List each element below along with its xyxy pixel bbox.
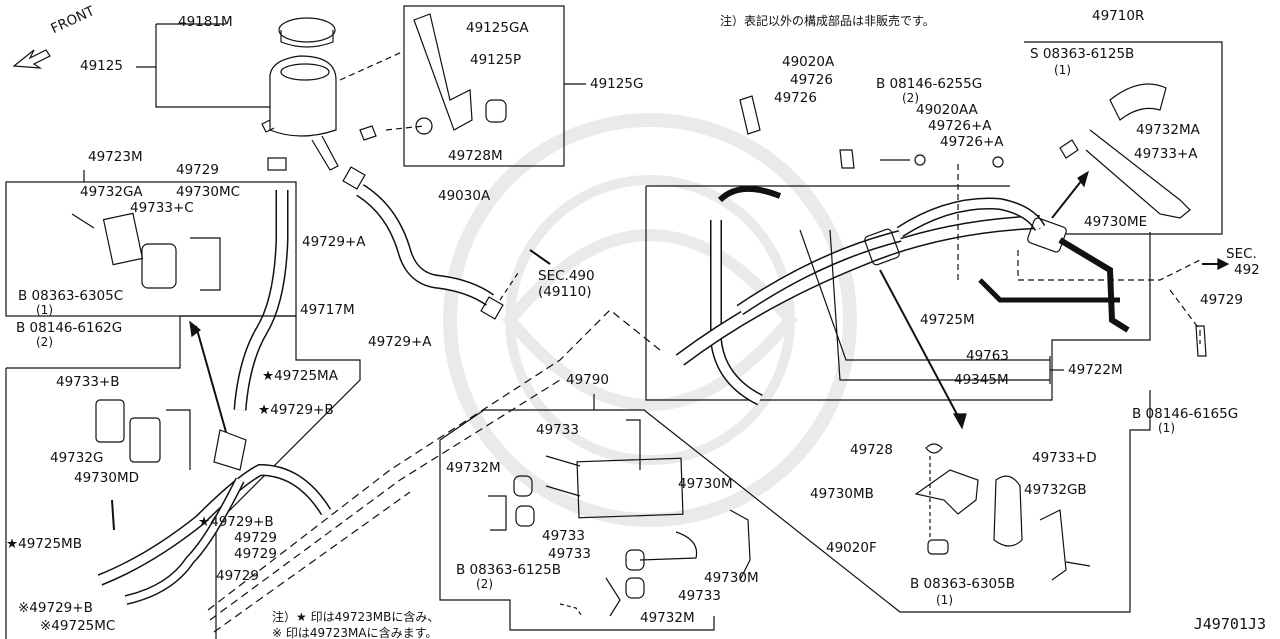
part-label: 49020F [826, 540, 877, 556]
part-label: 49730MB [810, 486, 874, 502]
part-label: 49717M [300, 302, 355, 318]
part-label: 49733+D [1032, 450, 1097, 466]
part-label: 49729+A [302, 234, 366, 250]
part-label: 49733+C [130, 200, 194, 216]
part-label: 49790 [566, 372, 609, 388]
part-label: 49730MC [176, 184, 241, 200]
part-label: 49723M [88, 149, 143, 165]
part-label: 49763 [966, 348, 1009, 364]
part-label: 49729 [176, 162, 219, 178]
part-label: 49728M [448, 148, 503, 164]
part-label: ★49729+B [258, 402, 334, 418]
part-label: B 08146-6162G [16, 320, 123, 336]
part-label: 49125P [470, 52, 522, 68]
part-label: 49729 [1200, 292, 1243, 308]
part-label: ※49729+B [18, 600, 93, 616]
diagram-id: J49701J3 [1193, 615, 1266, 633]
part-qty: (2) [476, 577, 493, 591]
front-arrow-icon [12, 49, 51, 69]
part-label: 49730M [704, 570, 759, 586]
part-label: S 08363-6125B [1030, 46, 1135, 62]
part-label: 49125GA [466, 20, 529, 36]
part-label: 49733+A [1134, 146, 1198, 162]
part-label: 49730MD [74, 470, 139, 486]
clamp-49729 [267, 157, 287, 171]
part-label: B 08146-6165G [1132, 406, 1239, 422]
part-label: 49345M [954, 372, 1009, 388]
part-label: 49729+A [368, 334, 432, 350]
part-label: ★49725MB [6, 536, 82, 552]
part-label: 49733 [678, 588, 721, 604]
part-label: 49733 [548, 546, 591, 562]
part-label: B 08146-6255G [876, 76, 983, 92]
part-label: 49710R [1092, 8, 1145, 24]
part-label: 49730M [678, 476, 733, 492]
part-label: 49725M [920, 312, 975, 328]
part-label: SEC.490 [538, 268, 595, 284]
part-label: 49732GB [1024, 482, 1087, 498]
part-label: 49732M [446, 460, 501, 476]
part-label: 49733+B [56, 374, 120, 390]
part-label: 49726 [790, 72, 833, 88]
part-label: 49020AA [916, 102, 978, 118]
reservoir-cap [278, 17, 336, 43]
part-label: 49726+A [940, 134, 1004, 150]
part-label: 49732G [50, 450, 104, 466]
part-label: B 08363-6125B [456, 562, 561, 578]
part-label: B 08363-6305B [910, 576, 1015, 592]
part-qty: (2) [902, 91, 919, 105]
part-qty: (1) [36, 303, 53, 317]
part-label: 49181M [178, 14, 233, 30]
part-label: 49125 [80, 58, 123, 74]
part-label: (49110) [538, 284, 592, 300]
part-qty: (1) [936, 593, 953, 607]
reservoir-tank [269, 55, 337, 137]
part-label: ※49725MC [40, 618, 116, 634]
part-label: 49726+A [928, 118, 992, 134]
note-bottom-1: 注）★ 印は49723MBに含み、 [272, 610, 440, 624]
note-top: 注）表記以外の構成部品は非販売です。 [720, 14, 935, 28]
part-label: 49729 [234, 546, 277, 562]
part-label: 49020A [782, 54, 835, 70]
part-label: SEC. [1226, 246, 1257, 262]
part-qty: (1) [1158, 421, 1175, 435]
part-qty: (2) [36, 335, 53, 349]
part-label: 492 [1234, 262, 1260, 278]
part-qty: (1) [1054, 63, 1071, 77]
part-label: B 08363-6305C [18, 288, 124, 304]
part-label: 49733 [542, 528, 585, 544]
watermark-emblem [443, 113, 857, 527]
part-label: 49726 [774, 90, 817, 106]
note-bottom-2: ※ 印は49723MAに含みます。 [272, 626, 438, 639]
part-label: 49730ME [1084, 214, 1148, 230]
part-label: ★49729+B [198, 514, 274, 530]
part-label: 49729 [216, 568, 259, 584]
part-label: 49732GA [80, 184, 143, 200]
part-label: 49729 [234, 530, 277, 546]
part-label: 49732M [640, 610, 695, 626]
part-label: ★49725MA [262, 368, 338, 384]
part-label: 49728 [850, 442, 893, 458]
part-label: 49733 [536, 422, 579, 438]
part-label: 49732MA [1136, 122, 1200, 138]
part-label: 49030A [438, 188, 491, 204]
part-label: 49125G [590, 76, 644, 92]
part-label: 49722M [1068, 362, 1123, 378]
